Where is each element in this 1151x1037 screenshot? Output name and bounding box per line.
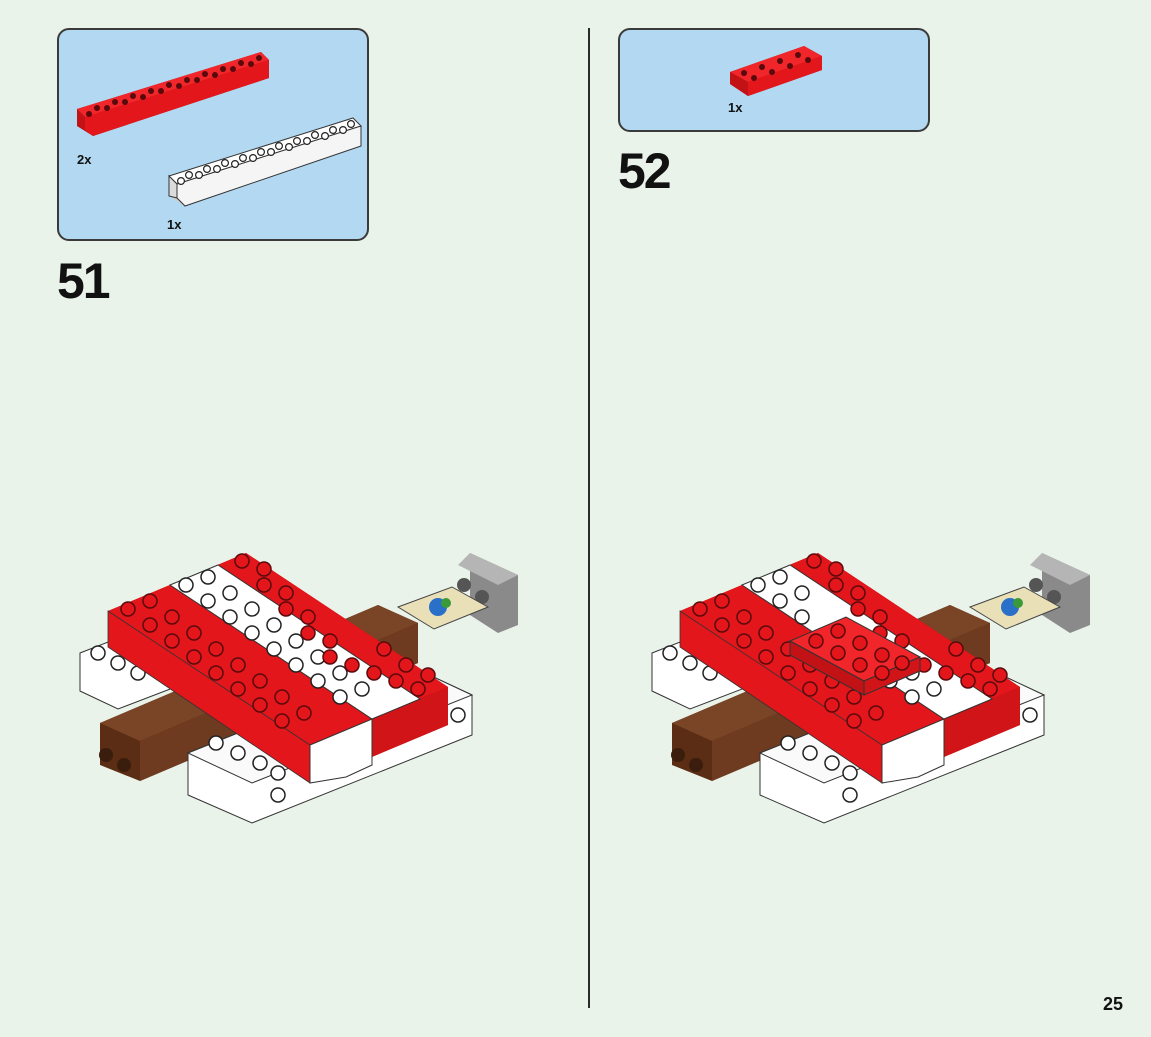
step-number-52: 52 — [618, 143, 672, 199]
qty-label-red-brick-2x4: 1x — [728, 100, 743, 115]
red-brick-2x4-image — [730, 46, 822, 96]
page-divider — [588, 28, 590, 1008]
step-number-51: 51 — [57, 253, 111, 309]
parts-callout-step-51: 2x 1x — [57, 28, 369, 241]
white-brick-2x10-image — [168, 117, 362, 207]
parts-callout-step-52: 1x — [618, 28, 930, 132]
qty-label-white-brick: 1x — [167, 217, 182, 232]
model-illustration-step-52 — [651, 553, 1090, 824]
qty-label-red-brick: 2x — [77, 152, 92, 167]
added-red-brick-2x4 — [788, 616, 922, 696]
model-illustration-step-51 — [79, 553, 518, 824]
red-brick-2x10-image — [77, 52, 269, 136]
page-number: 25 — [1102, 994, 1123, 1014]
